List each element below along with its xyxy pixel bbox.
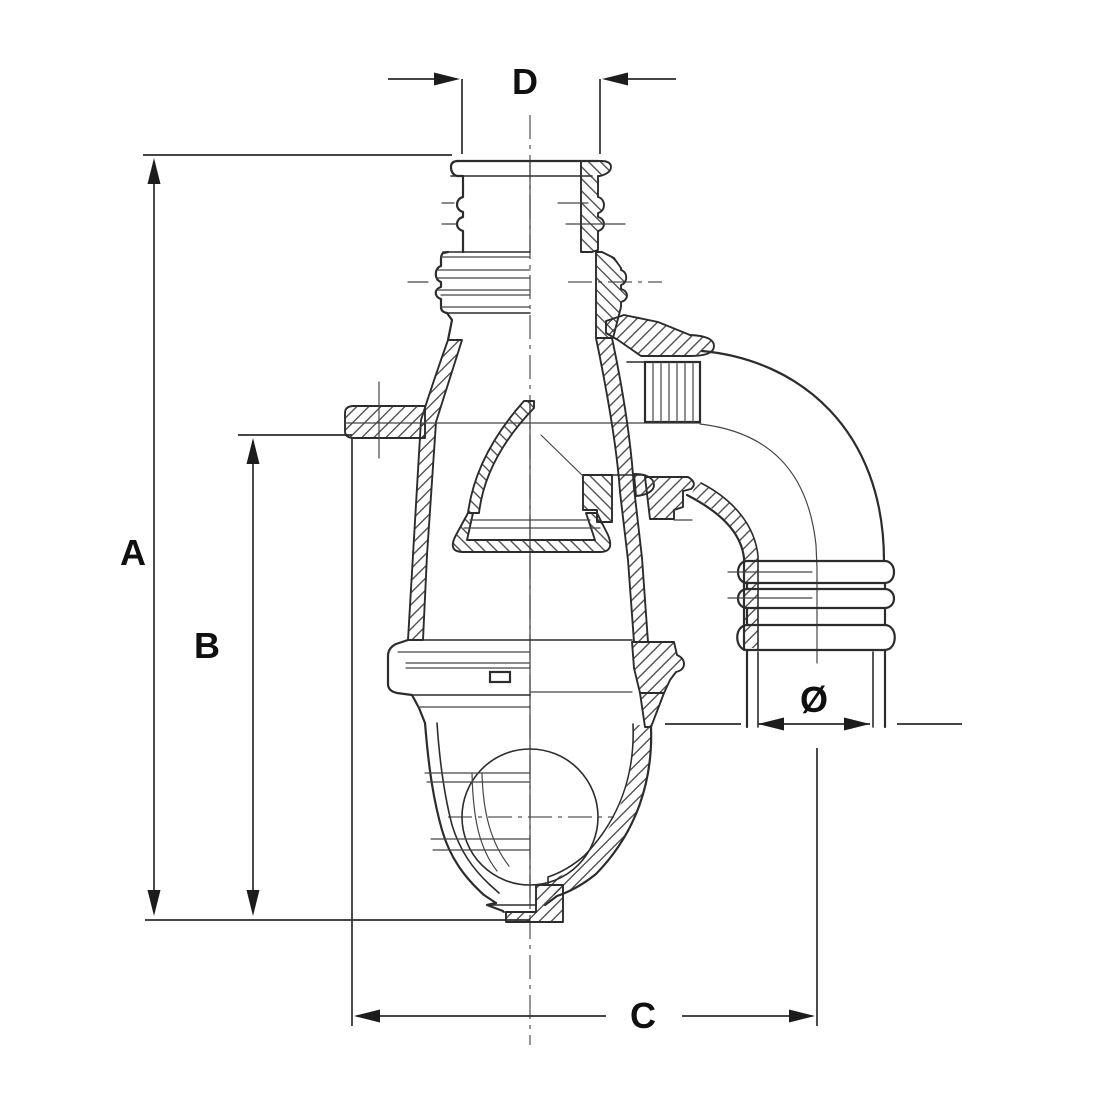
float-ball [461, 748, 599, 886]
elbow-centerline [699, 423, 818, 664]
lower-bowl [423, 721, 653, 923]
threaded-joint [643, 360, 702, 424]
collar-left-edge [434, 250, 450, 315]
bowl-right-wall-hatch [549, 724, 652, 898]
elbow-inner-wall-hatch [690, 482, 759, 648]
dim-c-arrow-left [354, 1009, 380, 1023]
pipe-left-edge-ribs [455, 174, 465, 254]
dip-tube-line [471, 772, 498, 872]
bowl-left-inner [436, 722, 500, 894]
dim-b-arrow-up [246, 438, 260, 464]
dimension-a: A [120, 154, 452, 916]
outlet-elbow [605, 314, 886, 652]
pipe-cap-left [449, 159, 465, 178]
dim-b-arrow-down [246, 890, 260, 916]
collar [434, 250, 628, 342]
dim-dia-arrow-right [844, 717, 870, 731]
internal-bell [451, 400, 646, 553]
mounting-lug [344, 405, 426, 439]
elbow-foot-section [644, 476, 695, 520]
dim-c-arrow-right [789, 1009, 815, 1023]
pipe-right-wall-section [580, 160, 612, 253]
dim-label-a: A [120, 532, 146, 573]
funnel-seat-section [451, 512, 612, 553]
dim-d-arrow-right [434, 72, 460, 86]
dome-wall-section [467, 400, 535, 514]
elbow-inner-wall-inner-edge [700, 482, 759, 651]
dim-label-c: C [630, 995, 656, 1036]
inlet-pipe [441, 159, 626, 254]
dim-label-d: D [512, 61, 538, 102]
nut-left-profile [386, 638, 427, 725]
elbow-outer-curve [700, 349, 886, 563]
dim-d-arrow-left [602, 72, 628, 86]
collar-right-wall-section [595, 251, 628, 339]
outlet-pipe [727, 559, 896, 729]
dim-label-diameter: Ø [800, 679, 828, 720]
nut-tab [488, 670, 512, 684]
dimension-c: C [351, 438, 818, 1036]
elbow-nut-section [605, 314, 715, 357]
dimension-diameter: Ø [665, 679, 962, 731]
union-nut [386, 638, 685, 728]
bowl-right-outer [543, 725, 653, 907]
nut-right-section [631, 641, 685, 694]
ring-3 [736, 623, 896, 652]
leader-line [540, 434, 584, 477]
nut-right-taper [639, 692, 665, 728]
dip-tube-line-2 [481, 772, 510, 867]
body-left-wall-section [407, 339, 463, 641]
bowl-left-outer [423, 721, 498, 905]
dimension-b: B [194, 434, 352, 916]
transition-left [445, 311, 454, 342]
dim-a-arrow-up [147, 158, 161, 184]
outlet-step [485, 901, 505, 913]
dim-dia-arrow-left [758, 717, 784, 731]
bowl-right-inner [547, 723, 634, 885]
dimension-d: D [388, 61, 676, 154]
dim-a-arrow-down [147, 890, 161, 916]
thread-stripes [652, 361, 694, 423]
bottom-outlet-section [505, 884, 564, 923]
elbow-inner-wall-outer-edge [685, 493, 746, 652]
dim-label-b: B [194, 625, 220, 666]
